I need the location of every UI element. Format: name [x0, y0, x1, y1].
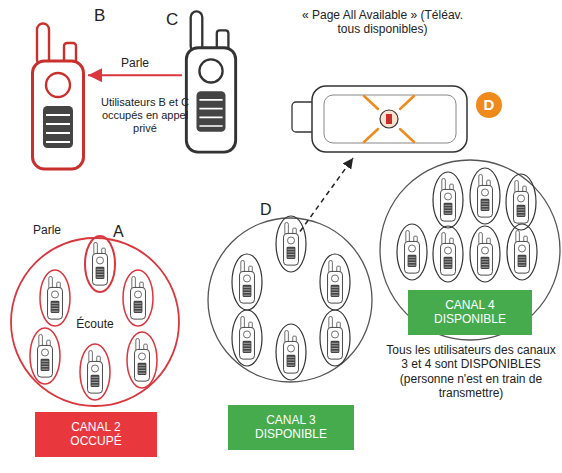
radio-ring [80, 344, 110, 400]
radio-ring [127, 332, 157, 388]
radio-icon [131, 276, 146, 319]
radio-c: C [182, 10, 240, 155]
edge-label: Parle [119, 56, 151, 70]
radio-icon [478, 232, 493, 275]
callout-circle: D [476, 92, 502, 118]
radio-ring [40, 270, 70, 326]
connector-arrow [88, 74, 182, 76]
radio-ring [123, 270, 153, 326]
radio-ring [433, 226, 463, 282]
channel-circle [380, 160, 560, 340]
radio-icon [33, 24, 84, 170]
radio-icon [478, 174, 493, 217]
connector-arrow [300, 158, 353, 232]
radio-rim [324, 95, 456, 143]
radio-ring [433, 172, 463, 228]
title-text: « Page All Available » (Téléav. tous dis… [300, 8, 465, 37]
radio-ring [320, 310, 350, 366]
press-mark [364, 129, 378, 142]
note-text: Tous les utilisateurs des canaux 3 et 4 … [385, 343, 557, 401]
radio-b: B [28, 22, 88, 172]
radio-d-shape [282, 222, 300, 266]
radio-icon [405, 230, 420, 273]
node-label: D [260, 200, 272, 219]
status-box: CANAL 4 DISPONIBLE [408, 290, 532, 335]
radio-ring [470, 226, 500, 282]
radio-icon [441, 178, 456, 221]
radio-ring [397, 224, 427, 280]
channel-circle [208, 218, 372, 382]
node-label: Parle [33, 223, 61, 237]
radio-a-shape [91, 242, 109, 286]
radio-ring [276, 216, 306, 272]
radio-icon [88, 350, 103, 393]
radio-icon [135, 338, 150, 381]
radio-icon [186, 11, 235, 152]
radio-icon [328, 316, 343, 359]
radio-ring [232, 254, 262, 310]
status-label: CANAL 3 DISPONIBLE [249, 413, 333, 442]
radio-icon [515, 230, 530, 273]
radio-ring [85, 236, 115, 292]
radio-icon [284, 330, 299, 373]
radio-ring [276, 324, 306, 380]
radio-icon [240, 260, 255, 303]
radio-icon [48, 276, 63, 319]
radio-c-shape [182, 10, 240, 155]
radio-icon [240, 316, 255, 359]
radio-ring [506, 174, 536, 230]
page-button [380, 110, 398, 128]
radio-body [312, 86, 467, 152]
note-text: Utilisateurs B et C occupés en appel pri… [100, 96, 190, 136]
press-mark [400, 129, 414, 142]
radio-icon [328, 260, 343, 303]
radio-a: ParleA [91, 242, 109, 286]
radio-ring [507, 224, 537, 280]
radio-ring [232, 310, 262, 366]
press-mark [400, 96, 414, 109]
node-label: A [113, 222, 124, 241]
press-mark [364, 96, 378, 109]
node-label: D [476, 92, 502, 118]
channel-circle: Écoute ParleA [10, 237, 180, 407]
radio-ring [470, 168, 500, 224]
radio-b-shape [28, 22, 88, 172]
radio-top-view-shape [292, 78, 472, 158]
status-label: CANAL 2 OCCUPÉ [54, 420, 138, 449]
button-logo [386, 114, 392, 124]
radio-icon [93, 242, 108, 285]
node-label: Écoute [10, 317, 180, 331]
node-label: B [94, 6, 105, 26]
callout-dot [476, 92, 502, 118]
radio-icon [514, 180, 529, 223]
radio-top-view: « Page All Available » (Téléav. tous dis… [292, 78, 472, 158]
status-box: CANAL 2 OCCUPÉ [35, 412, 157, 457]
status-label: CANAL 4 DISPONIBLE [428, 298, 512, 327]
radio-ring [320, 254, 350, 310]
radio-icon [38, 334, 53, 377]
radio-d: D [282, 222, 300, 266]
status-box: CANAL 3 DISPONIBLE [228, 405, 354, 450]
node-label: C [166, 10, 178, 30]
radio-icon [441, 232, 456, 275]
radio-ring [30, 328, 60, 384]
radio-icon [284, 222, 299, 265]
channel-circle [11, 238, 179, 406]
